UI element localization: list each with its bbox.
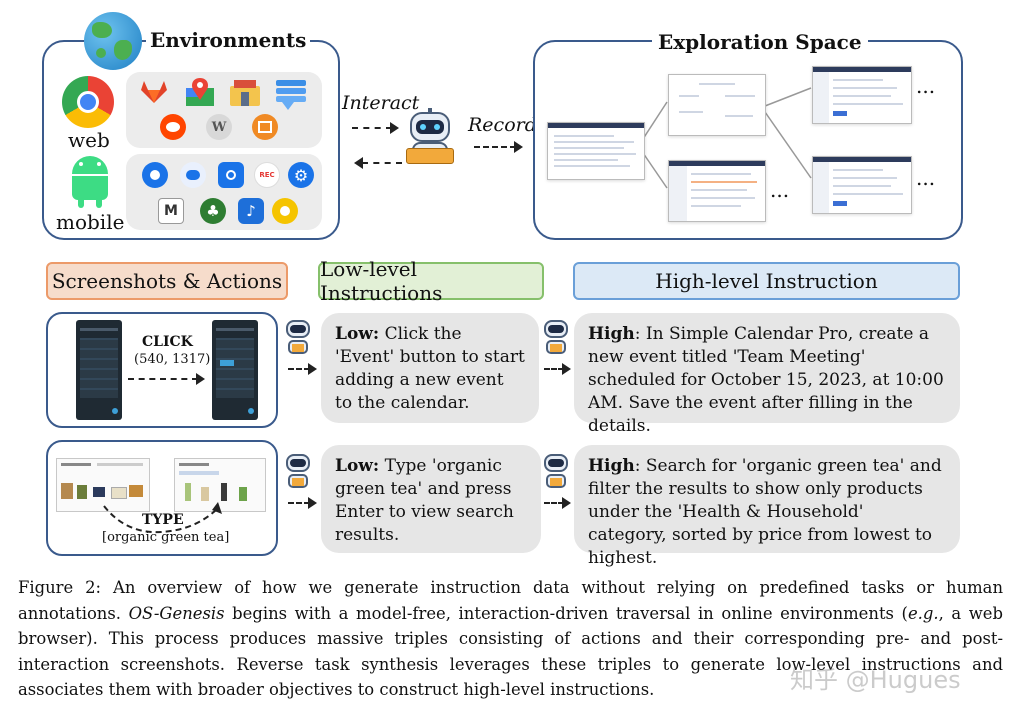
row2-arrow-to-low [288, 502, 310, 504]
screenshot-root [547, 122, 645, 180]
row2-robot-icon-low [282, 452, 314, 492]
screenshot-level1-bottom [668, 160, 766, 222]
header-high-level: High-level Instruction [573, 262, 960, 300]
row1-action-arrow [128, 378, 198, 380]
interact-label: Interact [342, 92, 420, 114]
row1-robot-icon-high [540, 318, 572, 358]
location-icon [272, 198, 298, 224]
figure-caption: Figure 2: An overview of how we generate… [18, 575, 1003, 703]
android-icon [68, 156, 112, 208]
exploration-title: Exploration Space [652, 30, 868, 54]
markor-icon: M [158, 198, 184, 224]
row1-high-prefix: High [588, 324, 635, 344]
row2-low-prefix: Low: [335, 456, 380, 476]
row1-robot-icon-low [282, 318, 314, 358]
row1-arrowhead-to-low [308, 363, 317, 375]
environments-title: Environments [146, 28, 311, 52]
row2-action-arg: [organic green tea] [102, 530, 230, 545]
row1-pre-screenshot [76, 320, 122, 420]
row2-robot-icon-high [540, 452, 572, 492]
gitlab-icon [140, 80, 168, 104]
screenshot-level1-top [668, 74, 766, 136]
chrome-icon [62, 76, 114, 128]
caption-eg: e.g. [907, 603, 939, 623]
reddit-icon [160, 114, 186, 140]
row1-action-arrowhead [196, 373, 205, 385]
settings-gear-icon: ⚙ [288, 162, 314, 188]
row2-pre-screenshot [56, 458, 150, 512]
row2-high-prefix: High [588, 456, 635, 476]
record-label: Record [468, 114, 537, 136]
recorder-icon: REC [254, 162, 280, 188]
ellipsis-bottom: ... [916, 166, 936, 190]
header-screenshots-actions: Screenshots & Actions [46, 262, 288, 300]
camera-icon [218, 162, 244, 188]
return-arrowhead [354, 157, 363, 169]
web-label: web [68, 128, 110, 152]
watermark: 知乎 @Hugues [790, 666, 961, 694]
calendar-orange-icon [252, 114, 278, 140]
return-arrow [362, 162, 402, 164]
row1-arrow-to-high [544, 368, 564, 370]
row1-arrowhead-to-high [562, 363, 571, 375]
record-arrow [474, 146, 516, 148]
shop-icon [230, 80, 260, 106]
messages-icon [180, 162, 206, 188]
row2-action-curve [103, 502, 222, 534]
maps-pin-icon [186, 78, 214, 108]
row2-low-text: Type 'organic green tea' and press Enter… [335, 456, 514, 545]
interact-arrowhead [390, 122, 399, 134]
contacts-icon [142, 162, 168, 188]
screenshot-level2-top [812, 66, 912, 124]
caption-label: Figure 2: [18, 578, 102, 597]
tree-icon: ♣ [200, 198, 226, 224]
exploration-tree-lines [640, 87, 812, 189]
caption-part3: , a web browser). This process produces … [18, 603, 1004, 700]
row2-arrowhead-to-low [308, 497, 317, 509]
row2-post-screenshot [174, 458, 266, 512]
row2-low-instruction: Low: Type 'organic green tea' and press … [321, 445, 541, 553]
forum-stack-icon [276, 80, 306, 110]
row2-high-instruction: High: Search for 'organic green tea' and… [574, 445, 960, 568]
row1-low-instruction: Low: Click the 'Event' button to start a… [321, 313, 539, 423]
wikipedia-icon: W [206, 114, 232, 140]
robot-agent-icon [402, 108, 458, 170]
row1-high-text: : In Simple Calendar Pro, create a new e… [588, 324, 944, 436]
screenshot-level2-bottom [812, 156, 912, 214]
interact-arrow [352, 127, 392, 129]
row1-high-instruction: High: In Simple Calendar Pro, create a n… [574, 313, 960, 436]
mobile-label: mobile [56, 210, 125, 234]
row1-low-prefix: Low: [335, 324, 380, 344]
row1-low-text: Click the 'Event' button to start adding… [335, 324, 525, 413]
record-arrowhead [514, 141, 523, 153]
music-icon: ♪ [238, 198, 264, 224]
row2-arrow-to-high [544, 502, 564, 504]
ellipsis-top: ... [916, 74, 936, 98]
row1-action-coords: (540, 1317) [134, 352, 211, 367]
row1-arrow-to-low [288, 368, 310, 370]
row1-action-name: CLICK [142, 334, 193, 350]
row1-post-screenshot [212, 320, 258, 420]
row2-arrowhead-to-high [562, 497, 571, 509]
row2-high-text: : Search for 'organic green tea' and fil… [588, 456, 942, 568]
caption-part2: begins with a model-free, interaction-dr… [224, 603, 908, 623]
ellipsis-middle: ... [770, 178, 790, 202]
row2-action-name: TYPE [142, 512, 184, 528]
globe-icon [84, 12, 142, 70]
caption-name: OS-Genesis [128, 603, 225, 623]
caption-part1: An overview of how we generate instructi… [18, 578, 1003, 623]
header-low-level: Low-level Instructions [318, 257, 544, 305]
